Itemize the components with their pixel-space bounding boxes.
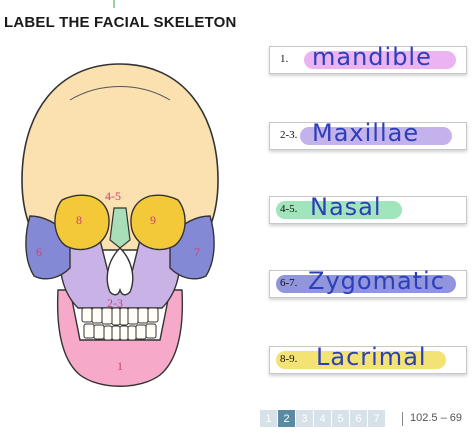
facial-skeleton-diagram: 1 2-3 4-5 6 7 8 9 xyxy=(21,63,219,387)
answer-highlight xyxy=(276,201,402,219)
nasal-bone xyxy=(109,207,131,249)
answer-handwriting: Zygomatic xyxy=(308,267,445,295)
page-title: LABEL THE FACIAL SKELETON xyxy=(4,14,237,31)
page-7-button[interactable]: 7 xyxy=(368,410,385,427)
pagination-divider xyxy=(402,412,403,426)
label-2-3: 2-3 xyxy=(107,296,123,310)
answer-handwriting: mandible xyxy=(312,43,432,71)
answer-box-2-3[interactable]: 2-3. Maxillae xyxy=(269,119,467,150)
lower-teeth xyxy=(83,323,157,341)
upper-teeth xyxy=(81,307,159,326)
page-reference: 102.5 – 69 xyxy=(410,412,462,424)
answer-number: 2-3. xyxy=(280,129,298,141)
answer-highlight xyxy=(276,275,456,293)
answer-box-8-9[interactable]: 8-9. Lacrimal xyxy=(269,343,467,374)
page-6-button[interactable]: 6 xyxy=(350,410,367,427)
page-1-button[interactable]: 1 xyxy=(260,410,277,427)
page-5-button[interactable]: 5 xyxy=(332,410,349,427)
page-2-button[interactable]: 2 xyxy=(278,410,295,427)
pagination: 1 2 3 4 5 6 7 xyxy=(260,410,386,427)
top-accent-line xyxy=(113,0,115,8)
answer-handwriting: Nasal xyxy=(310,193,382,221)
answer-box-6-7[interactable]: 6-7. Zygomatic xyxy=(269,267,467,298)
answer-highlight xyxy=(300,127,452,145)
orbit-right xyxy=(130,194,186,251)
answer-number: 1. xyxy=(280,53,289,65)
page-3-button[interactable]: 3 xyxy=(296,410,313,427)
label-4-5: 4-5 xyxy=(105,189,121,203)
answer-highlight xyxy=(304,51,456,69)
answer-handwriting: Maxillae xyxy=(312,119,420,147)
answer-box-4-5[interactable]: 4-5. Nasal xyxy=(269,193,467,224)
answer-box-1[interactable]: 1. mandible xyxy=(269,43,467,74)
label-1: 1 xyxy=(117,359,123,373)
label-8: 8 xyxy=(76,213,82,227)
answer-number: 6-7. xyxy=(280,277,298,289)
cranium-contour xyxy=(69,86,171,101)
nasal-cavity xyxy=(106,247,134,296)
label-9: 9 xyxy=(150,213,156,227)
answer-handwriting: Lacrimal xyxy=(316,343,427,371)
label-6: 6 xyxy=(36,245,42,259)
label-7: 7 xyxy=(194,245,200,259)
orbit-left xyxy=(54,194,110,251)
answer-highlight xyxy=(276,351,446,369)
answer-number: 8-9. xyxy=(280,353,298,365)
answer-number: 4-5. xyxy=(280,203,298,215)
page-4-button[interactable]: 4 xyxy=(314,410,331,427)
mandible-region xyxy=(56,289,184,387)
